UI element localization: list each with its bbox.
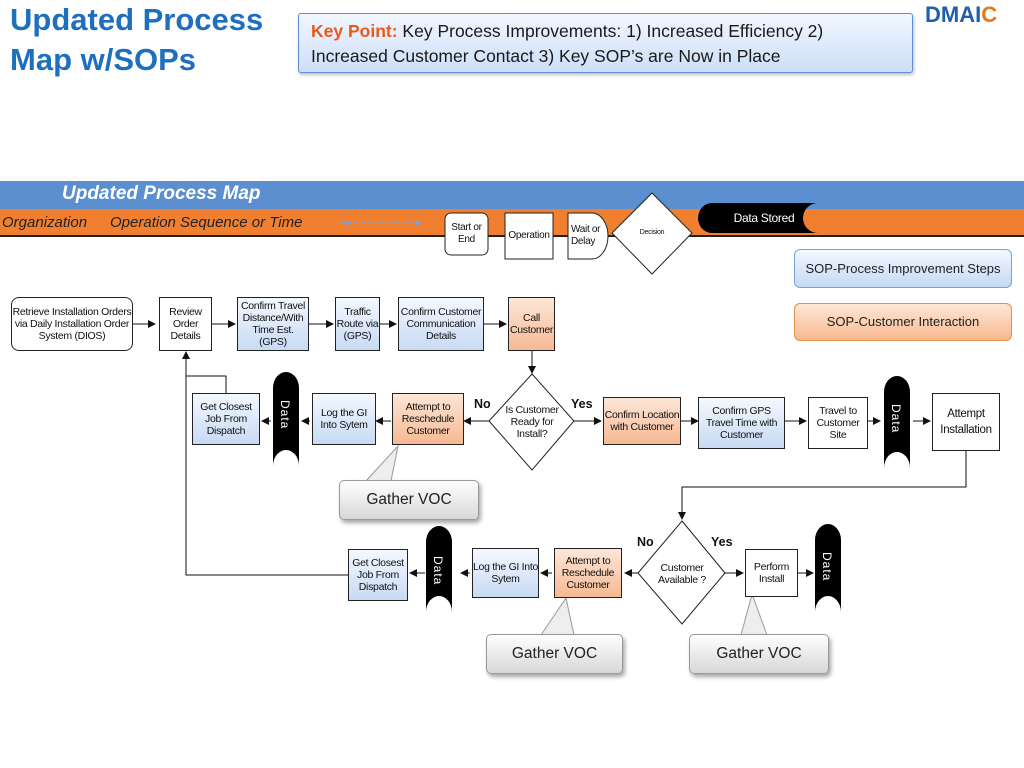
node-call-customer: Call Customer [508,297,555,351]
key-point-text: Key Process Improvements: 1) Increased E… [311,21,824,66]
decision-customer-available [637,520,726,625]
node-confirm-communication: Confirm Customer Communication Details [398,297,484,351]
node-log-gi-1: Log the GI Into Sytem [312,393,376,445]
node-perform-install: Perform Install [745,549,798,597]
legend-operation-label: Operation [508,230,550,241]
key-point-label: Key Point: [311,21,398,41]
organization-label: Organization [2,214,88,231]
node-attempt-reschedule-2: Attempt to Reschedule Customer [554,548,622,598]
decision-available-label: Customer Available ? [658,562,706,586]
map-title-band: Updated Process Map [0,181,1024,209]
callout-gather-voc-3: Gather VOC [689,634,829,674]
data-stored-row3-right [815,524,841,612]
node-log-gi-2: Log the GI Into Sytem [472,548,539,598]
label-yes-1: Yes [571,397,593,411]
data-label-row3-right: Data [820,552,834,582]
label-yes-2: Yes [711,535,733,549]
operation-sequence-label: Operation Sequence or Time [110,214,303,231]
legend-sop-customer: SOP-Customer Interaction [794,303,1012,341]
map-title: Updated Process Map [62,183,261,204]
node-confirm-travel: Confirm Travel Distance/With Time Est. (… [237,297,309,351]
data-label-row3-left: Data [431,556,445,586]
label-no-1: No [474,397,491,411]
data-stored-row2-left [273,372,299,466]
node-confirm-location: Confirm Location with Customer [603,397,681,445]
callout-pointer-2 [540,596,575,636]
node-travel-site: Travel to Customer Site [808,397,868,449]
slide-title: Updated Process Map w/SOPs [10,2,264,77]
callout-pointer-1 [364,444,399,482]
legend-decision-label: Decision [639,229,665,236]
data-label-row2-right: Data [889,404,903,434]
node-review-order: Review Order Details [159,297,212,351]
callout-pointer-3 [740,592,768,636]
legend-sop-process: SOP-Process Improvement Steps [794,249,1012,288]
legend-operation-shape [504,212,554,260]
node-get-closest-job-1: Get Closest Job From Dispatch [192,393,260,445]
callout-gather-voc-2: Gather VOC [486,634,623,674]
callout-gather-voc-1: Gather VOC [339,480,479,520]
data-stored-row2-right [884,376,910,468]
node-confirm-gps-time: Confirm GPS Travel Time with Customer [698,397,785,449]
node-get-closest-job-2: Get Closest Job From Dispatch [348,549,408,601]
data-stored-row3-left [426,526,452,612]
decision-ready-label: Is Customer Ready for Install? [505,404,559,440]
legend-decision-shape [611,192,693,275]
legend-wait-delay-label: Wait or Delay [571,224,601,247]
node-traffic-route: Traffic Route via (GPS) [335,297,380,351]
decision-customer-ready [488,373,575,471]
label-no-2: No [637,535,654,549]
legend-start-end-shape [444,212,489,256]
legend-data-stored-shape [698,203,818,233]
node-attempt-reschedule-1: Attempt to Reschedule Customer [392,393,464,445]
node-attempt-installation: Attempt Installation [932,393,1000,451]
legend-data-stored-label: Data Stored [733,211,795,225]
dmaic-logo: DMAIC [925,2,998,27]
node-retrieve-orders: Retrieve Installation Orders via Daily I… [11,297,133,351]
legend-wait-delay-shape [567,212,609,260]
key-point-box: Key Point: Key Process Improvements: 1) … [298,13,913,73]
legend-dotted-arrow [340,220,421,226]
legend-start-end-label: Start or End [451,222,482,245]
data-label-row2-left: Data [278,400,292,430]
